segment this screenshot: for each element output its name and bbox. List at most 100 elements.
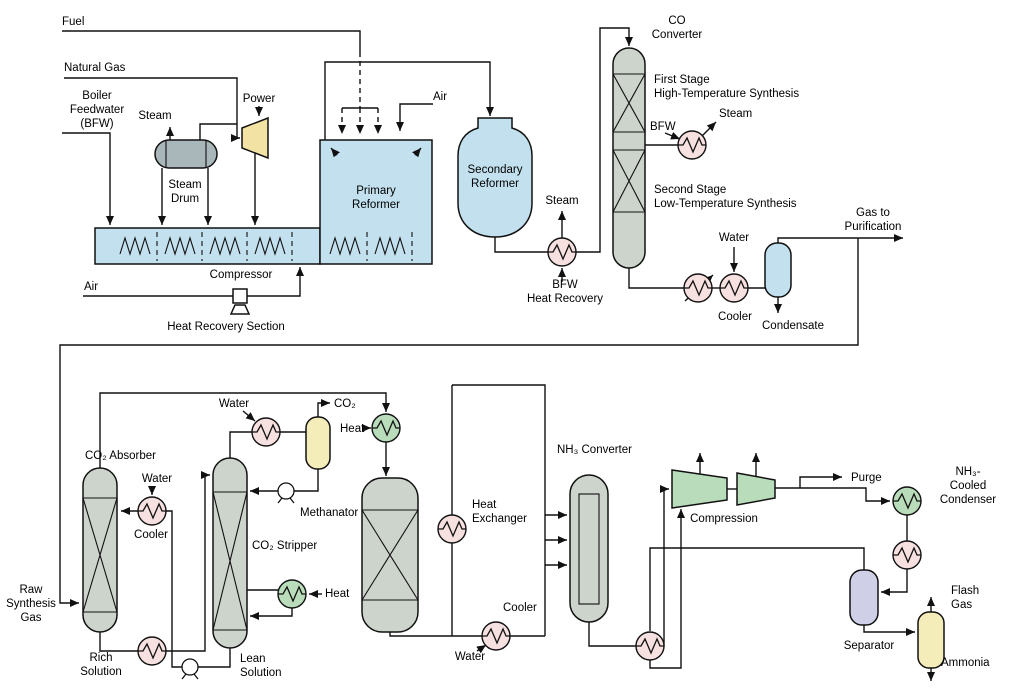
- second-stage-label-2: Low-Temperature Synthesis: [654, 198, 797, 210]
- makeup-line-1: [389, 632, 482, 637]
- heat-recovery-section-label: Heat Recovery Section: [167, 321, 285, 333]
- loop-water-label: Water: [455, 651, 485, 663]
- stripper-reboiler: [277, 579, 307, 609]
- first-stage-label-2: High-Temperature Synthesis: [654, 88, 799, 100]
- co2-out-arrow: [317, 399, 330, 417]
- stripper-water-arrow: [242, 410, 256, 422]
- converter-outlet-line: [628, 268, 684, 289]
- water-cond-label: Water: [719, 232, 749, 244]
- effluent-feed-exchanger: [635, 631, 665, 661]
- methanator-label: Methanator: [300, 507, 358, 519]
- compressor-stage-1: [671, 469, 728, 509]
- heat-exchanger-label-2: Exchanger: [472, 513, 527, 525]
- purge-label: Purge: [851, 472, 882, 484]
- co2-absorber-vessel: [82, 467, 118, 633]
- absorber-overhead-line: [99, 392, 390, 468]
- abs-cooler-label: Cooler: [134, 529, 168, 541]
- air-bottom-line-2: [247, 267, 304, 297]
- lean-line-2: [166, 510, 182, 668]
- condensate-label: Condensate: [762, 320, 824, 332]
- power-label: Power: [243, 93, 276, 105]
- rich-line-1: [99, 632, 138, 652]
- synthesis-section: Raw Synthesis Gas CO₂ Absorber Water Coo…: [6, 384, 996, 681]
- loop-water-cooler: [481, 621, 511, 651]
- raw-syngas-label-1: Raw: [19, 584, 43, 596]
- rich-line-2: [166, 471, 210, 652]
- stripper-water-label: Water: [219, 398, 249, 410]
- burner-arrow-left: [330, 147, 340, 158]
- secondary-reformer-label-2: Reformer: [471, 178, 519, 190]
- separator-bottom-line: [863, 625, 915, 636]
- loop-cooler-label: Cooler: [503, 602, 537, 614]
- co2-out-label: CO₂: [334, 398, 356, 410]
- co2-stripper-vessel: [212, 457, 248, 649]
- natural-gas-line: [64, 77, 240, 142]
- primary-reformer-label-2: Reformer: [352, 199, 400, 211]
- gas-out-line: [777, 234, 903, 243]
- lean-solution-label-1: Lean: [240, 653, 266, 665]
- co-converter-internals: [612, 73, 646, 213]
- first-stage-label-1: First Stage: [654, 74, 710, 86]
- condensate-cooler: [719, 273, 749, 303]
- gas-to-purification-label-1: Gas to: [856, 207, 890, 219]
- condensate-drum: [764, 242, 792, 298]
- nh3-converter-vessel: [569, 474, 609, 623]
- quench-bfw-arrow: [664, 131, 681, 140]
- secondary-outlet-line: [494, 237, 548, 253]
- reboiler-heat-label: Heat: [325, 588, 350, 600]
- secondary-reformer-vessel: [457, 117, 533, 238]
- reboiler-line-2: [250, 608, 293, 620]
- co-converter-label-1: CO: [668, 15, 685, 27]
- rich-lean-exchanger: [137, 636, 167, 666]
- shr-steam-label: Steam: [545, 195, 578, 207]
- air-top-line: [396, 103, 433, 131]
- raw-syngas-label-2: Synthesis: [6, 598, 56, 610]
- recycle-line-1: [649, 547, 865, 631]
- bfw-heat-recovery-exchanger: [547, 237, 577, 267]
- effluent-exchanger: [683, 273, 713, 303]
- rich-solution-label-1: Rich: [89, 652, 112, 664]
- quench-steam-arrow: [701, 121, 717, 137]
- natural-gas-label: Natural Gas: [64, 62, 126, 74]
- loop-water-arrow: [476, 644, 487, 654]
- makeup-line-3: [452, 384, 546, 636]
- loop-heat-exchanger: [437, 514, 467, 544]
- primary-reformer-vessel: [319, 139, 433, 265]
- nh3-condenser-label-1: NH₃-: [955, 466, 980, 478]
- stripper-overhead-cooler: [251, 417, 281, 447]
- compressor-label: Compressor: [210, 269, 273, 281]
- nh3-condenser-label-2: Cooled: [950, 480, 986, 492]
- reformer-transfer-line: [324, 61, 494, 140]
- air-blower: [232, 288, 248, 304]
- recycle-chiller: [892, 540, 922, 570]
- bfw-heat-recovery-label-1: BFW: [552, 279, 578, 291]
- converter-effluent-1: [588, 622, 636, 647]
- purge-line: [799, 473, 842, 488]
- reforming-section: Fuel Natural Gas Boiler Feedwater (BFW) …: [59, 15, 903, 607]
- co2-stripper-packing: [212, 491, 248, 631]
- feed-compressor: [241, 116, 269, 160]
- co2-stripper-label: CO₂ Stripper: [252, 540, 317, 552]
- separator-vessel: [849, 569, 879, 626]
- reflux-line-1: [294, 469, 319, 492]
- compressor-stage-2: [736, 472, 776, 506]
- secondary-reformer-label-1: Secondary: [468, 164, 523, 176]
- methanator-packing: [361, 509, 419, 601]
- second-stage-label-1: Second Stage: [654, 184, 726, 196]
- fuel-line: [62, 30, 361, 52]
- co-converter-label-2: Converter: [652, 29, 703, 41]
- co2-knockout-drum: [305, 416, 331, 470]
- lean-line-1: [198, 648, 231, 668]
- steam-right-label: Steam: [719, 108, 752, 120]
- lean-solution-pump: [181, 658, 199, 680]
- raw-syngas-label-3: Gas: [20, 612, 41, 624]
- steam-riser-2: [199, 123, 237, 140]
- recycle-line-2: [649, 509, 685, 669]
- lean-solution-label-2: Solution: [240, 667, 282, 679]
- fuel-label: Fuel: [62, 16, 84, 28]
- steam-drum-label-2: Drum: [171, 193, 199, 205]
- steam-drum-label-1: Steam: [168, 179, 201, 191]
- condenser-feed-line: [775, 487, 890, 505]
- flash-gas-label-2: Gas: [951, 599, 972, 611]
